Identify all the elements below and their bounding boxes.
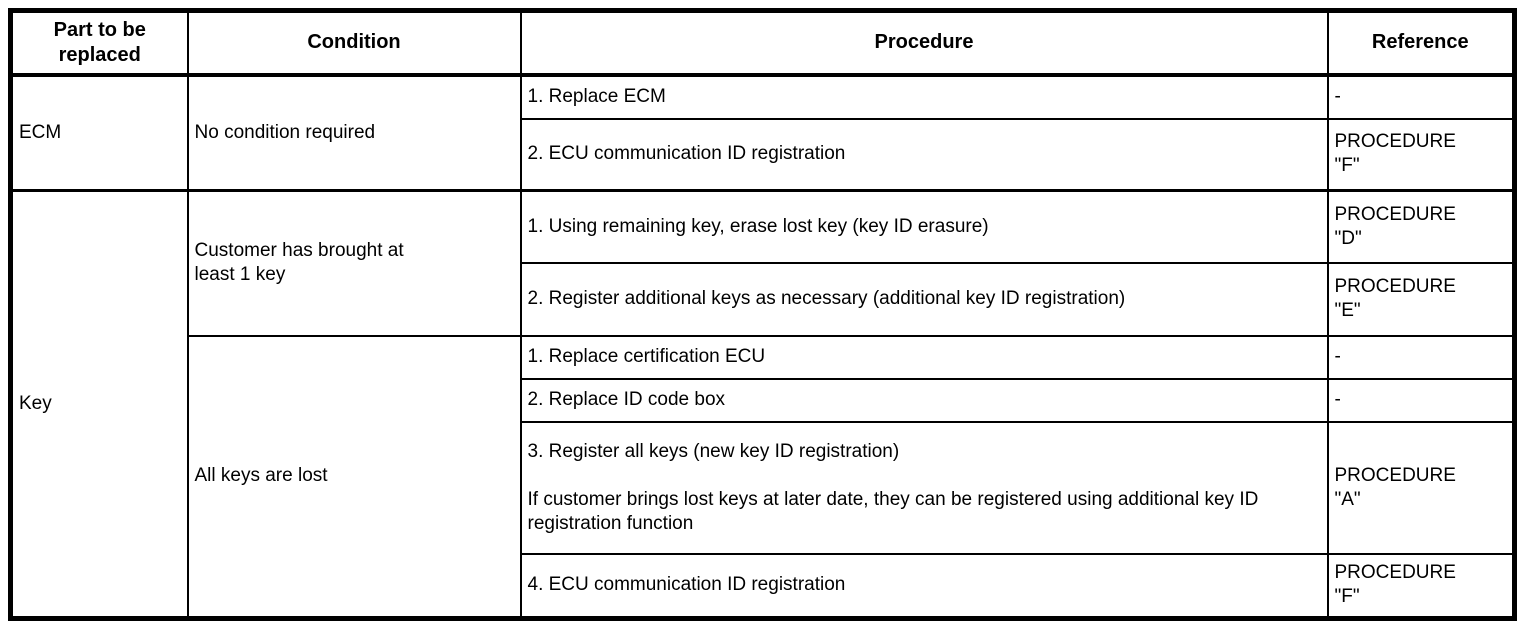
procedure-text: 3. Register all keys (new key ID registr… bbox=[527, 440, 900, 462]
part-cell-key: Key bbox=[9, 189, 189, 620]
condition-cell-no-condition: No condition required bbox=[186, 73, 522, 192]
header-condition: Condition bbox=[186, 9, 522, 77]
table-row: 3. Register all keys (new key ID registr… bbox=[11, 420, 1516, 555]
procedure-cell: 1. Using remaining key, erase lost key (… bbox=[519, 189, 1329, 264]
reference-cell: - bbox=[1326, 73, 1516, 120]
table-row: ECM No condition required 1. Replace ECM… bbox=[9, 73, 1516, 192]
procedure-cell: 4. ECU communication ID registration bbox=[519, 552, 1329, 620]
table-row: 2. Register additional keys as necessary… bbox=[11, 261, 1516, 337]
reference-cell: PROCEDURE "F" bbox=[1326, 117, 1516, 192]
reference-cell: - bbox=[1326, 334, 1516, 380]
procedure-cell: 1. Replace ECM bbox=[519, 73, 1329, 120]
condition-cell-all-keys-lost: All keys are lost bbox=[186, 334, 522, 620]
reference-cell: PROCEDURE "E" bbox=[1326, 261, 1516, 337]
reference-cell: PROCEDURE "A" bbox=[1326, 420, 1516, 555]
procedure-cell: 2. ECU communication ID registration bbox=[519, 117, 1329, 192]
procedure-cell: 2. Replace ID code box bbox=[519, 377, 1329, 423]
reference-cell: PROCEDURE "D" bbox=[1326, 189, 1516, 264]
procedure-cell: 3. Register all keys (new key ID registr… bbox=[519, 420, 1329, 555]
procedure-cell: 1. Replace certification ECU bbox=[519, 334, 1329, 380]
table-row: 4. ECU communication ID registration PRO… bbox=[11, 552, 1516, 620]
table-row: All keys are lost 1. Replace certificati… bbox=[11, 334, 1516, 620]
header-procedure: Procedure bbox=[519, 9, 1329, 77]
part-cell-ecm: ECM bbox=[9, 73, 189, 192]
header-part-to-be-replaced: Part to be replaced bbox=[9, 9, 189, 77]
procedure-cell: 2. Register additional keys as necessary… bbox=[519, 261, 1329, 337]
condition-cell-brought-key: Customer has brought at least 1 key bbox=[186, 189, 522, 337]
header-row: Part to be replaced Condition Procedure … bbox=[9, 9, 1516, 77]
header-reference: Reference bbox=[1326, 9, 1516, 77]
table-row: Key Customer has brought at least 1 key … bbox=[9, 189, 1516, 620]
table-row: 2. Replace ID code box - bbox=[11, 377, 1516, 423]
reference-cell: PROCEDURE "F" bbox=[1326, 552, 1516, 620]
table-row: 2. ECU communication ID registration PRO… bbox=[11, 117, 1516, 192]
procedure-note: If customer brings lost keys at later da… bbox=[527, 488, 1259, 534]
reference-cell: - bbox=[1326, 377, 1516, 423]
key-replacement-procedure-table: Part to be replaced Condition Procedure … bbox=[8, 8, 1517, 621]
